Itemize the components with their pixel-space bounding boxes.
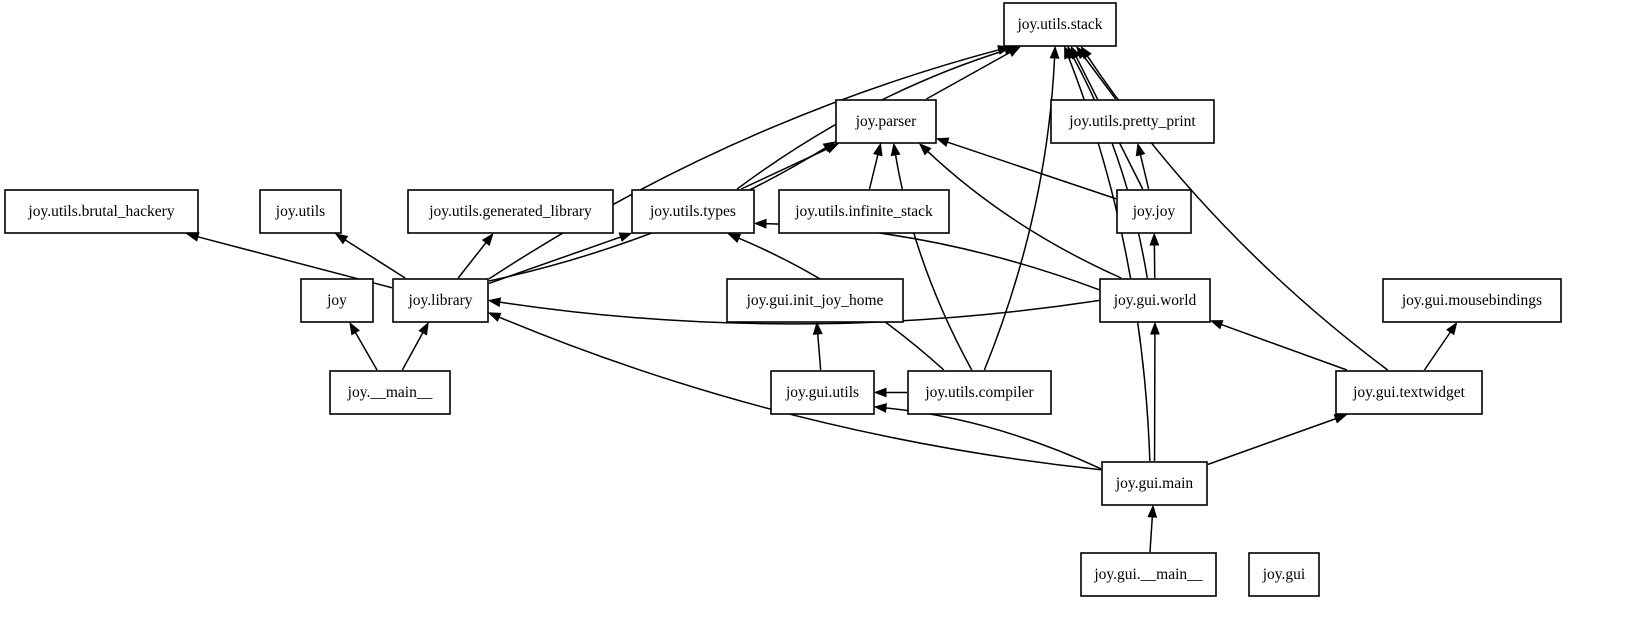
node-joy.gui[interactable]: joy.gui bbox=[1248, 552, 1320, 597]
edge-joy.gui.world-to-joy.parser bbox=[918, 143, 1122, 279]
node-label: joy.utils.compiler bbox=[924, 384, 1034, 401]
node-box[interactable] bbox=[770, 370, 875, 415]
node-joy.joy[interactable]: joy.joy bbox=[1116, 189, 1192, 234]
node-joy.gui.__main__[interactable]: joy.gui.__main__ bbox=[1080, 552, 1217, 597]
node-joy.utils.compiler[interactable]: joy.utils.compiler bbox=[907, 370, 1052, 415]
edge-joy.__main__-to-joy.library bbox=[401, 321, 429, 371]
edge-joy.joy-to-joy.utils.pretty_print bbox=[1135, 142, 1150, 190]
edge-joy.gui.world-to-joy.utils.stack bbox=[1067, 45, 1149, 279]
node-label: joy.__main__ bbox=[347, 384, 433, 401]
edge-joy.gui.__main__-to-joy.gui.main bbox=[1147, 504, 1158, 553]
edge-joy.utils.infinite_stack-to-joy.parser bbox=[868, 142, 883, 190]
node-box[interactable] bbox=[631, 189, 755, 234]
node-label: joy.gui.main bbox=[1115, 475, 1194, 492]
node-joy.gui.textwidget[interactable]: joy.gui.textwidget bbox=[1335, 370, 1483, 415]
node-joy.utils.stack[interactable]: joy.utils.stack bbox=[1003, 2, 1117, 47]
node-label: joy.gui.init_joy_home bbox=[746, 292, 884, 309]
node-box[interactable] bbox=[1101, 461, 1208, 506]
node-box[interactable] bbox=[4, 189, 199, 234]
node-box[interactable] bbox=[726, 278, 904, 323]
node-label: joy.utils.brutal_hackery bbox=[27, 203, 174, 220]
node-box[interactable] bbox=[1335, 370, 1483, 415]
node-box[interactable] bbox=[392, 278, 489, 323]
node-joy.utils[interactable]: joy.utils bbox=[259, 189, 342, 234]
node-joy.utils.infinite_stack[interactable]: joy.utils.infinite_stack bbox=[778, 189, 950, 234]
edge-joy.gui.world-to-joy.joy bbox=[1149, 232, 1160, 279]
edge-joy.gui.main-to-joy.gui.textwidget bbox=[1207, 414, 1348, 466]
edge-joy.utils.types-to-joy.parser bbox=[740, 143, 840, 190]
node-box[interactable] bbox=[329, 370, 451, 415]
node-label: joy.gui.world bbox=[1113, 292, 1197, 309]
edge-joy.gui.utils-to-joy.gui.init_joy_home bbox=[812, 321, 823, 371]
node-joy.utils.brutal_hackery[interactable]: joy.utils.brutal_hackery bbox=[4, 189, 199, 234]
node-box[interactable] bbox=[778, 189, 950, 234]
node-joy.gui.mousebindings[interactable]: joy.gui.mousebindings bbox=[1382, 278, 1562, 323]
node-label: joy.gui.textwidget bbox=[1352, 384, 1465, 401]
node-box[interactable] bbox=[1080, 552, 1217, 597]
node-joy.utils.types[interactable]: joy.utils.types bbox=[631, 189, 755, 234]
node-box[interactable] bbox=[259, 189, 342, 234]
node-joy.library[interactable]: joy.library bbox=[392, 278, 489, 323]
node-box[interactable] bbox=[1248, 552, 1320, 597]
node-label: joy.utils bbox=[275, 203, 325, 220]
node-label: joy.library bbox=[408, 292, 473, 309]
node-label: joy bbox=[326, 292, 347, 309]
node-box[interactable] bbox=[1382, 278, 1562, 323]
node-joy[interactable]: joy bbox=[300, 278, 374, 323]
node-label: joy.gui bbox=[1262, 566, 1306, 583]
node-label: joy.utils.infinite_stack bbox=[794, 203, 933, 220]
node-joy.parser[interactable]: joy.parser bbox=[835, 99, 937, 144]
edge-joy.utils.compiler-to-joy.utils.stack bbox=[983, 45, 1060, 371]
edge-joy.utils.compiler-to-joy.gui.utils bbox=[873, 387, 908, 398]
node-label: joy.utils.pretty_print bbox=[1068, 113, 1196, 130]
node-label: joy.gui.mousebindings bbox=[1401, 292, 1542, 309]
edge-joy.gui.main-to-joy.gui.world bbox=[1149, 321, 1160, 462]
edge-joy.parser-to-joy.utils.stack bbox=[925, 46, 1021, 100]
edge-joy.gui.textwidget-to-joy.gui.world bbox=[1209, 320, 1348, 371]
node-joy.gui.world[interactable]: joy.gui.world bbox=[1099, 278, 1211, 323]
edge-joy.library-to-joy.utils.types bbox=[488, 232, 633, 285]
node-joy.gui.main[interactable]: joy.gui.main bbox=[1101, 461, 1208, 506]
edge-joy.gui.world-to-joy.library bbox=[487, 297, 1100, 325]
edge-joy.library-to-joy.utils.stack bbox=[488, 45, 1011, 280]
node-box[interactable] bbox=[407, 189, 614, 234]
edge-joy.library-to-joy.utils bbox=[334, 233, 406, 279]
node-box[interactable] bbox=[907, 370, 1052, 415]
node-box[interactable] bbox=[1099, 278, 1211, 323]
node-label: joy.utils.stack bbox=[1016, 16, 1102, 33]
edge-joy.__main__-to-joy bbox=[349, 321, 378, 371]
edge-joy.library-to-joy.utils.generated_library bbox=[457, 232, 494, 279]
node-joy.utils.generated_library[interactable]: joy.utils.generated_library bbox=[407, 189, 614, 234]
node-box[interactable] bbox=[1050, 99, 1215, 144]
node-label: joy.utils.generated_library bbox=[428, 203, 592, 220]
node-box[interactable] bbox=[300, 278, 374, 323]
node-box[interactable] bbox=[1003, 2, 1117, 47]
node-joy.gui.utils[interactable]: joy.gui.utils bbox=[770, 370, 875, 415]
node-joy.gui.init_joy_home[interactable]: joy.gui.init_joy_home bbox=[726, 278, 904, 323]
edge-joy.utils.compiler-to-joy.parser bbox=[890, 142, 973, 371]
node-box[interactable] bbox=[1116, 189, 1192, 234]
edge-joy.joy-to-joy.parser bbox=[935, 137, 1117, 200]
node-label: joy.joy bbox=[1132, 203, 1176, 220]
node-label: joy.gui.utils bbox=[785, 384, 859, 401]
node-label: joy.utils.types bbox=[649, 203, 736, 220]
node-joy.utils.pretty_print[interactable]: joy.utils.pretty_print bbox=[1050, 99, 1215, 144]
node-label: joy.parser bbox=[855, 113, 917, 130]
edge-joy.gui.textwidget-to-joy.gui.mousebindings bbox=[1423, 321, 1458, 371]
node-joy.__main__[interactable]: joy.__main__ bbox=[329, 370, 451, 415]
node-layer: joy.utils.stack joy.parser joy.utils.prett… bbox=[4, 2, 1562, 597]
node-label: joy.gui.__main__ bbox=[1093, 566, 1203, 583]
node-box[interactable] bbox=[835, 99, 937, 144]
